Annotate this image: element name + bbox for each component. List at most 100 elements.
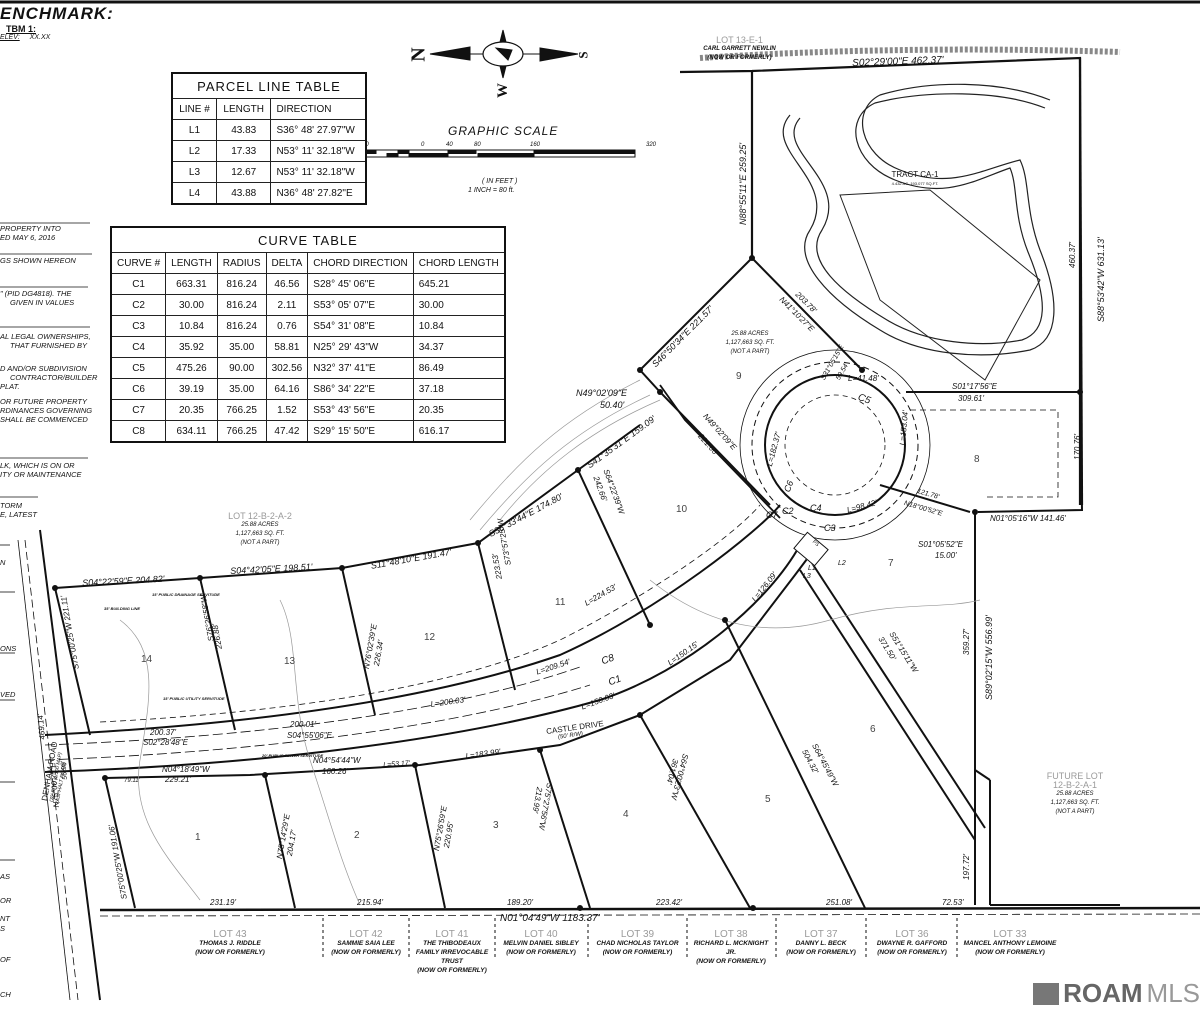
neighbor-lot-38: LOT 38 RICHARD L. MCKNIGHT JR. (NOW OR F… xyxy=(693,929,769,966)
north-row-200-37: 200.37' xyxy=(150,728,176,737)
benchmark-title: ENCHMARK: xyxy=(0,4,114,23)
north-row-s04: S04°55'06"E xyxy=(287,731,332,740)
lot-9[interactable]: 9 xyxy=(736,371,742,382)
lot-13[interactable]: 13 xyxy=(284,656,296,667)
parcel-line-table-title: PARCEL LINE TABLE xyxy=(171,72,367,99)
neighbor-lot-39: LOT 39 CHAD NICHOLAS TAYLOR (NOW OR FORM… xyxy=(596,929,679,957)
bearing-lot8-right: 170.76' xyxy=(1073,434,1082,460)
scale-bar xyxy=(364,149,636,158)
lot-6[interactable]: 6 xyxy=(870,724,876,735)
column-header: DELTA xyxy=(265,252,309,274)
line-l3-label: L3 xyxy=(803,573,811,580)
bearing-east-197: 197.72' xyxy=(962,854,971,880)
bottom-189: 189.20' xyxy=(507,898,533,907)
cell: 20.35 xyxy=(412,399,506,421)
note-frag: VED xyxy=(0,690,16,699)
scale-units: ( IN FEET ) xyxy=(482,178,518,185)
drainage-servitude-note: 15' PUBLIC DRAINAGE SERVITUDE xyxy=(152,592,220,597)
cul-de-sac xyxy=(739,349,931,541)
lot-4[interactable]: 4 xyxy=(623,809,629,820)
lot-3[interactable]: 3 xyxy=(493,820,499,831)
cell: S53° 05' 07"E xyxy=(307,294,414,316)
cell: 816.24 xyxy=(216,294,267,316)
lot-12[interactable]: 12 xyxy=(424,632,436,643)
contours xyxy=(119,379,981,906)
cell: 35.00 xyxy=(216,378,267,400)
south-row-160: 160.26' xyxy=(322,767,348,776)
bearing-right-full: S88°53'42"W 631.13' xyxy=(1096,237,1106,322)
lot-12b2a2-label: LOT 12-B-2-A-2 25.88 ACRES 1,127,663 SQ.… xyxy=(228,511,292,547)
cell: N53° 11' 32.18"W xyxy=(270,161,367,183)
cell: 46.56 xyxy=(265,273,309,295)
curve-table-title: CURVE TABLE xyxy=(110,226,506,253)
note-8: TORM E, LATEST xyxy=(0,501,37,519)
south-lots xyxy=(104,554,986,909)
bearing-lot9-small-len: 50.40' xyxy=(600,400,625,410)
cell: 1.52 xyxy=(265,399,309,421)
cell: 37.18 xyxy=(412,378,506,400)
lot-7[interactable]: 7 xyxy=(888,558,894,569)
south-row-229: 229.21' xyxy=(165,775,191,784)
roam-mls-watermark: ROAM MLS xyxy=(1033,978,1200,1009)
curve-c4-label: C4 xyxy=(810,503,822,513)
curve-table: CURVE TABLE CURVE # LENGTH RADIUS DELTA … xyxy=(110,226,506,443)
cell: S29° 15' 50"E xyxy=(307,420,414,443)
column-header: LINE # xyxy=(171,98,217,120)
cell: L3 xyxy=(171,161,217,183)
sewer-servitude-note: 20' PUBLIC SEWER SERVITUDE xyxy=(262,753,324,758)
table-header-row: CURVE # LENGTH RADIUS DELTA CHORD DIRECT… xyxy=(110,252,506,274)
cell: C2 xyxy=(110,294,167,316)
watermark-brand: ROAM xyxy=(1063,978,1143,1008)
note-6: OR FUTURE PROPERTY RDINANCES GOVERNING S… xyxy=(0,397,93,424)
tract-ca1-label: TRACT CA-1 4.432 AC. 193,077 SQ.FT. xyxy=(891,170,939,186)
cell: 0.76 xyxy=(265,315,309,337)
south-boundary xyxy=(99,906,1200,917)
tract-pond xyxy=(782,83,1055,381)
note-frag: AS xyxy=(0,872,11,881)
cell: C1 xyxy=(110,273,167,295)
lot-8[interactable]: 8 xyxy=(974,454,980,465)
note-frag: NT xyxy=(0,914,10,923)
cell: 90.00 xyxy=(216,357,267,379)
lot-2[interactable]: 2 xyxy=(354,830,360,841)
line-l1-label: L1 xyxy=(808,565,816,572)
scale-tick: 40 xyxy=(446,142,453,148)
cell: S28° 45' 06"E xyxy=(307,273,414,295)
lot-9-parent-label: 25.88 ACRES 1,127,663 SQ. FT. (NOT A PAR… xyxy=(725,331,775,355)
cell: 766.25 xyxy=(216,399,267,421)
cell: 302.56 xyxy=(265,357,309,379)
north-arrow-n: N xyxy=(407,47,430,62)
cell: S36° 48' 27.97"W xyxy=(270,119,367,141)
note-frag: CH xyxy=(0,990,11,999)
lot-1[interactable]: 1 xyxy=(195,832,201,843)
neighbor-dividers xyxy=(322,918,958,960)
cell: 616.17 xyxy=(412,420,506,443)
lot-8-boundary xyxy=(879,391,1084,513)
neighbor-lot-36: LOT 36 DWAYNE R. GAFFORD (NOW OR FORMERL… xyxy=(876,929,948,957)
note-frag: S xyxy=(0,924,6,933)
cell: 35.00 xyxy=(216,336,267,358)
scale-ratio: 1 INCH = 80 ft. xyxy=(468,187,515,194)
north-arrow-s: S xyxy=(575,51,591,59)
bearing-right-top: 460.37' xyxy=(1068,242,1077,268)
north-arrow-w: W xyxy=(495,83,511,98)
bearing-lot8-top: S01°17'56"E xyxy=(952,382,997,391)
bottom-215: 215.94' xyxy=(357,898,383,907)
neighbor-lot-41: LOT 41 THE THIBODEAUX FAMILY IRREVOCABLE… xyxy=(415,929,489,975)
lot-5[interactable]: 5 xyxy=(765,794,771,805)
bearing-tract-west: N88°55'11"E 259.25' xyxy=(738,142,748,225)
east-boundary xyxy=(974,512,1120,906)
cell: 86.49 xyxy=(412,357,506,379)
cell: C6 xyxy=(110,378,167,400)
lot-14[interactable]: 14 xyxy=(141,654,153,665)
cell: S53° 43' 56"E xyxy=(307,399,414,421)
lot-11[interactable]: 11 xyxy=(555,597,566,608)
cell: 43.83 xyxy=(215,119,272,141)
lot-10[interactable]: 10 xyxy=(676,504,688,515)
